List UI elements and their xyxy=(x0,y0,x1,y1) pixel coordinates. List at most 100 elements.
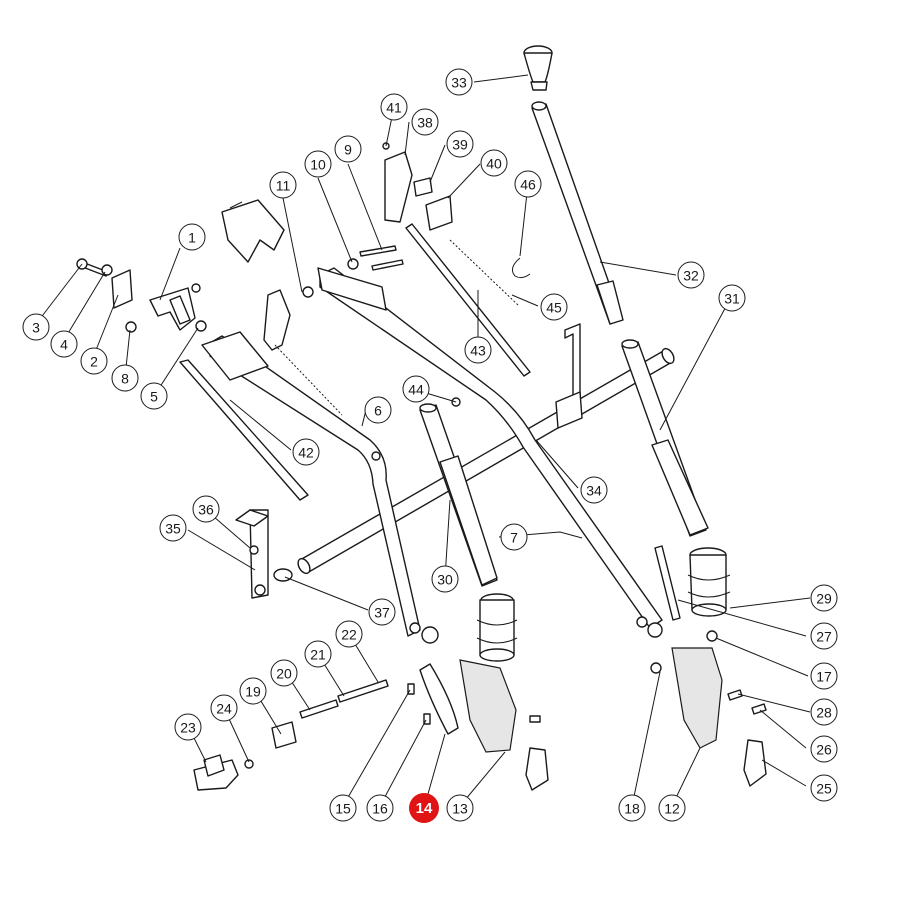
callout-number: 20 xyxy=(276,666,292,682)
callout-36: 36 xyxy=(192,495,220,523)
callout-circle xyxy=(810,584,838,612)
callout-number: 34 xyxy=(586,483,602,499)
callout-number: 9 xyxy=(344,142,352,158)
callout-number: 40 xyxy=(486,156,502,172)
callout-14-highlighted: 14 xyxy=(409,793,439,823)
callout-18: 18 xyxy=(618,794,646,822)
callout-number: 17 xyxy=(816,669,832,685)
callout-number: 10 xyxy=(310,157,326,173)
callout-32: 32 xyxy=(677,261,705,289)
callout-33: 33 xyxy=(445,68,473,96)
fasteners-left xyxy=(76,258,207,333)
callout-number: 28 xyxy=(816,705,832,721)
callout-number: 22 xyxy=(341,627,357,643)
callout-1: 1 xyxy=(178,223,206,251)
callout-circle xyxy=(140,382,168,410)
callout-circle xyxy=(50,330,78,358)
callout-10: 10 xyxy=(304,150,332,178)
callout-17: 17 xyxy=(810,662,838,690)
callout-circle xyxy=(334,135,362,163)
callout-circle xyxy=(269,171,297,199)
callout-28: 28 xyxy=(810,698,838,726)
callout-25: 25 xyxy=(810,774,838,802)
callout-35: 35 xyxy=(159,514,187,542)
callout-circle xyxy=(618,794,646,822)
callout-circle xyxy=(402,375,430,403)
mount-bracket xyxy=(149,287,196,331)
stand-bracket xyxy=(235,509,269,599)
callout-number: 32 xyxy=(683,268,699,284)
handle-knob xyxy=(523,45,553,91)
callout-6: 6 xyxy=(364,396,392,424)
right-lower-tube xyxy=(621,339,709,537)
callout-circle xyxy=(368,598,396,626)
cross-tube xyxy=(297,347,675,575)
callout-number: 11 xyxy=(276,178,291,194)
callout-46: 46 xyxy=(514,170,542,198)
callout-number: 2 xyxy=(90,354,98,370)
callout-23: 23 xyxy=(174,713,202,741)
callout-5: 5 xyxy=(140,382,168,410)
callout-circle xyxy=(464,336,492,364)
callout-30: 30 xyxy=(431,565,459,593)
left-bellows xyxy=(476,593,518,662)
callout-12: 12 xyxy=(658,794,686,822)
callout-circle xyxy=(540,293,568,321)
bolts-9-10 xyxy=(302,245,404,298)
callout-43: 43 xyxy=(464,336,492,364)
callout-number: 31 xyxy=(724,291,740,307)
callout-circle xyxy=(409,793,439,823)
callout-8: 8 xyxy=(111,364,139,392)
callout-circle xyxy=(159,514,187,542)
link-42 xyxy=(179,359,309,501)
callout-number: 5 xyxy=(150,389,158,405)
top-bracket xyxy=(221,199,285,263)
left-lower-tube xyxy=(419,403,498,587)
callout-number: 19 xyxy=(245,684,261,700)
link-43 xyxy=(405,223,531,377)
callout-circle xyxy=(677,261,705,289)
callout-number: 46 xyxy=(520,177,536,193)
tube-bracket xyxy=(555,323,583,429)
upright-plate xyxy=(263,289,291,351)
callout-number: 38 xyxy=(417,115,433,131)
callout-number: 4 xyxy=(60,337,68,353)
callout-number: 13 xyxy=(452,801,468,817)
callout-circle xyxy=(810,662,838,690)
callout-37: 37 xyxy=(368,598,396,626)
callout-circle xyxy=(500,523,528,551)
callout-number: 23 xyxy=(180,720,196,736)
callout-circle xyxy=(411,108,439,136)
callout-circle xyxy=(178,223,206,251)
callout-circle xyxy=(366,794,394,822)
callout-number: 15 xyxy=(335,801,351,817)
latch-assembly xyxy=(382,142,453,231)
callout-circle xyxy=(192,495,220,523)
callout-circle xyxy=(292,438,320,466)
callout-31: 31 xyxy=(718,284,746,312)
callout-number: 41 xyxy=(386,100,402,116)
callout-circle xyxy=(380,93,408,121)
callout-13: 13 xyxy=(446,794,474,822)
callout-number: 39 xyxy=(452,137,468,153)
callout-29: 29 xyxy=(810,584,838,612)
callout-circle xyxy=(239,677,267,705)
callout-number: 26 xyxy=(816,742,832,758)
callout-26: 26 xyxy=(810,735,838,763)
long-frame-bar xyxy=(317,267,663,638)
callout-circle xyxy=(810,622,838,650)
callout-circle xyxy=(580,476,608,504)
callout-3: 3 xyxy=(22,313,50,341)
callout-number: 35 xyxy=(165,521,181,537)
callout-number: 27 xyxy=(816,629,832,645)
callout-circle xyxy=(111,364,139,392)
callout-38: 38 xyxy=(411,108,439,136)
callout-number: 25 xyxy=(816,781,832,797)
callout-number: 45 xyxy=(546,300,562,316)
callout-27: 27 xyxy=(810,622,838,650)
callout-circle xyxy=(810,735,838,763)
callout-24: 24 xyxy=(210,694,238,722)
left-spring xyxy=(274,344,343,416)
